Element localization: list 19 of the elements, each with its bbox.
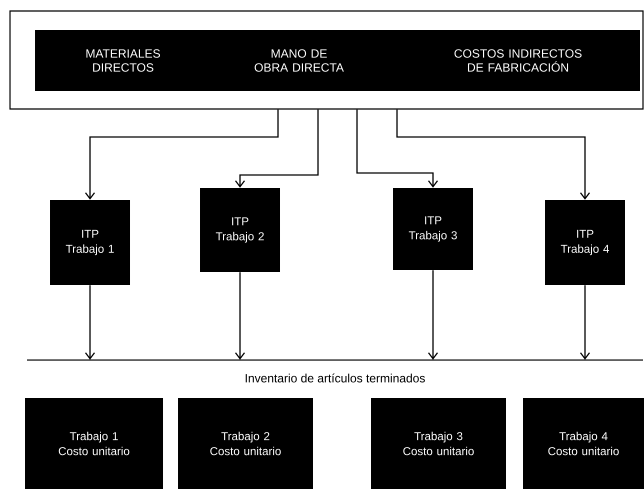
inventory-line: Inventario de artículos terminados — [27, 359, 643, 382]
arrow — [85, 285, 96, 360]
outer-frame — [9, 10, 644, 110]
arrow — [356, 110, 438, 188]
wip-box: ITP Trabajo 1 — [50, 200, 130, 285]
arrow — [234, 110, 319, 188]
arrow — [580, 285, 590, 360]
arrow — [428, 270, 438, 360]
cost-box: Trabajo 1 Costo unitario — [25, 398, 163, 489]
arrow — [396, 110, 590, 200]
cost-band: MATERIALES DIRECTOS MANO DE OBRA DIRECTA COSTOS INDIRECTOS DE FABRICACIÓN — [35, 30, 640, 91]
cost-box: Trabajo 3 Costo unitario — [371, 398, 506, 489]
arrow — [85, 110, 279, 200]
cost-box: Trabajo 2 Costo unitario — [178, 398, 313, 489]
arrow — [234, 272, 246, 360]
wip-box: ITP Trabajo 3 — [393, 188, 473, 270]
cost-box: Trabajo 4 Costo unitario — [523, 398, 644, 489]
wip-box: ITP Trabajo 4 — [545, 200, 625, 285]
wip-box: ITP Trabajo 2 — [200, 188, 280, 272]
